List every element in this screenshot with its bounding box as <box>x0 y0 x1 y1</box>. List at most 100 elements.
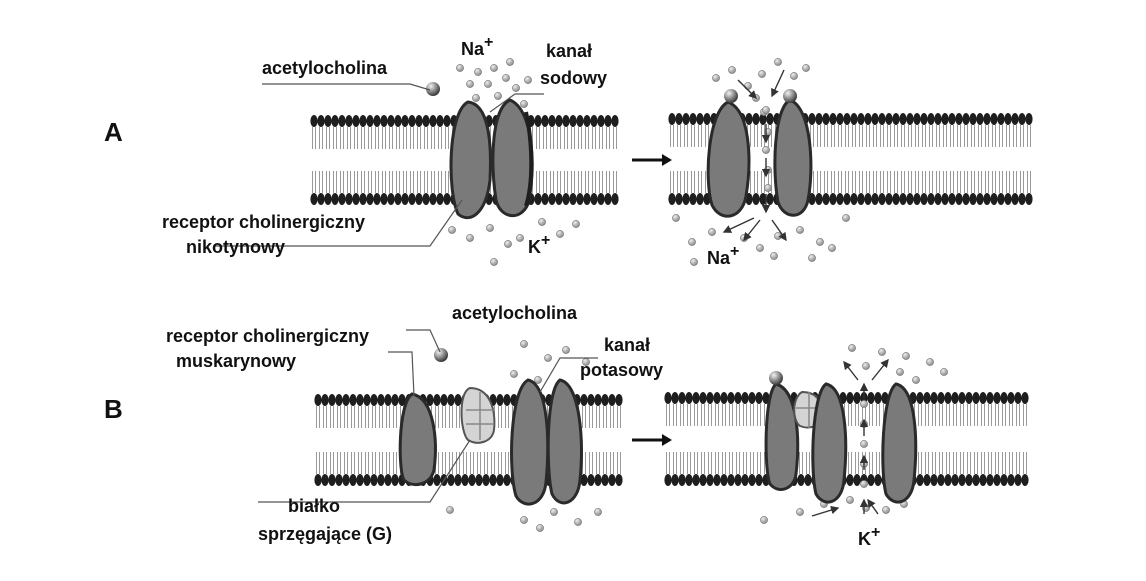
g-protein <box>460 386 496 444</box>
ion-dot <box>712 74 720 82</box>
ion-dot <box>550 508 558 516</box>
channel-label-b-1: kanał <box>604 335 650 355</box>
panel-a-letter: A <box>104 117 123 147</box>
ion-dot <box>474 68 482 76</box>
ion-dot <box>524 76 532 84</box>
ion-dot <box>708 228 716 236</box>
flow-arrow <box>722 217 755 233</box>
ion-dot <box>756 244 764 252</box>
ion-dot <box>846 496 854 504</box>
ion-dot <box>556 230 564 238</box>
ion-dot <box>562 346 570 354</box>
arrow-right-icon <box>632 434 672 446</box>
receptor-label-a-1: receptor cholinergiczny <box>162 212 365 232</box>
ion-dot <box>502 74 510 82</box>
ion-dot <box>512 84 520 92</box>
ion-dot <box>490 258 498 266</box>
ion-dot <box>516 234 524 242</box>
ion-dot <box>860 400 868 408</box>
potassium-channel-closed <box>510 378 583 506</box>
ion-label-k-after: K+ <box>858 524 880 549</box>
nicotinic-receptor-closed <box>449 98 534 220</box>
receptor-label-a-2: nikotynowy <box>186 237 285 257</box>
acetylcholine-ball <box>769 371 783 385</box>
ion-label-na-after: Na+ <box>707 243 739 268</box>
ion-dot <box>494 92 502 100</box>
acetylcholine-ball <box>724 89 738 103</box>
ion-dot <box>572 220 580 228</box>
ion-dot <box>808 254 816 262</box>
ion-dot <box>520 516 528 524</box>
ion-dot <box>882 506 890 514</box>
ion-dot <box>878 348 886 356</box>
ion-dot <box>484 80 492 88</box>
ion-dot <box>466 80 474 88</box>
ion-dot <box>762 106 770 114</box>
ion-dot <box>926 358 934 366</box>
ion-dot <box>456 64 464 72</box>
channel-label-b-2: potasowy <box>580 360 663 380</box>
ion-dot <box>472 94 480 102</box>
ion-dot <box>940 368 948 376</box>
ion-dot <box>520 340 528 348</box>
ion-dot <box>594 508 602 516</box>
acetylcholine-ball <box>426 82 440 96</box>
potassium-channel-open <box>811 382 918 504</box>
gprotein-label-1: białko <box>288 496 340 516</box>
ion-dot <box>490 64 498 72</box>
ion-dot <box>774 58 782 66</box>
acetylcholine-ball <box>434 348 448 362</box>
ion-dot <box>688 238 696 246</box>
ion-dot <box>520 100 528 108</box>
ion-dot <box>510 370 518 378</box>
ion-dot <box>672 214 680 222</box>
ion-flow-arrows <box>722 69 889 517</box>
ion-dot <box>448 226 456 234</box>
flow-arrow <box>871 358 889 381</box>
ion-dot <box>896 368 904 376</box>
ion-dot <box>860 440 868 448</box>
flow-arrow <box>843 360 859 381</box>
channel-label-a-1: kanał <box>546 41 592 61</box>
ion-dot <box>544 354 552 362</box>
ion-dot <box>758 70 766 78</box>
arrow-right-icon <box>632 154 672 166</box>
ion-dot <box>504 240 512 248</box>
receptor-label-b-2: muskarynowy <box>176 351 296 371</box>
ion-dot <box>760 516 768 524</box>
muscarinic-receptor <box>398 392 437 487</box>
ion-dot <box>796 508 804 516</box>
ion-label-k-bottom: K+ <box>528 232 550 257</box>
flow-arrow <box>737 79 757 99</box>
ion-dot <box>728 66 736 74</box>
ion-dot <box>466 234 474 242</box>
ion-dot <box>538 218 546 226</box>
ion-dot <box>446 506 454 514</box>
ion-dot <box>690 258 698 266</box>
panel-b-letter: B <box>104 394 123 424</box>
ion-dot <box>862 362 870 370</box>
ion-dot <box>802 64 810 72</box>
ion-dot <box>574 518 582 526</box>
ligand-label-b: acetylocholina <box>452 303 578 323</box>
acetylcholine-ball <box>783 89 797 103</box>
flow-arrow <box>743 219 761 242</box>
nicotinic-receptor-open <box>706 98 813 218</box>
flow-arrow <box>867 498 879 515</box>
ion-dot <box>912 376 920 384</box>
ion-dot <box>860 480 868 488</box>
ion-dot <box>848 344 856 352</box>
ion-dot <box>486 224 494 232</box>
receptor-label-b-1: receptor cholinergiczny <box>166 326 369 346</box>
ion-dot <box>536 524 544 532</box>
ion-dot <box>816 238 824 246</box>
ion-dot <box>764 184 772 192</box>
flow-arrow <box>771 69 785 98</box>
ion-dot <box>770 252 778 260</box>
ligand-label-a: acetylocholina <box>262 58 388 78</box>
leader-lines <box>214 83 598 503</box>
ion-dot <box>762 146 770 154</box>
channel-label-a-2: sodowy <box>540 68 607 88</box>
ion-dot <box>796 226 804 234</box>
